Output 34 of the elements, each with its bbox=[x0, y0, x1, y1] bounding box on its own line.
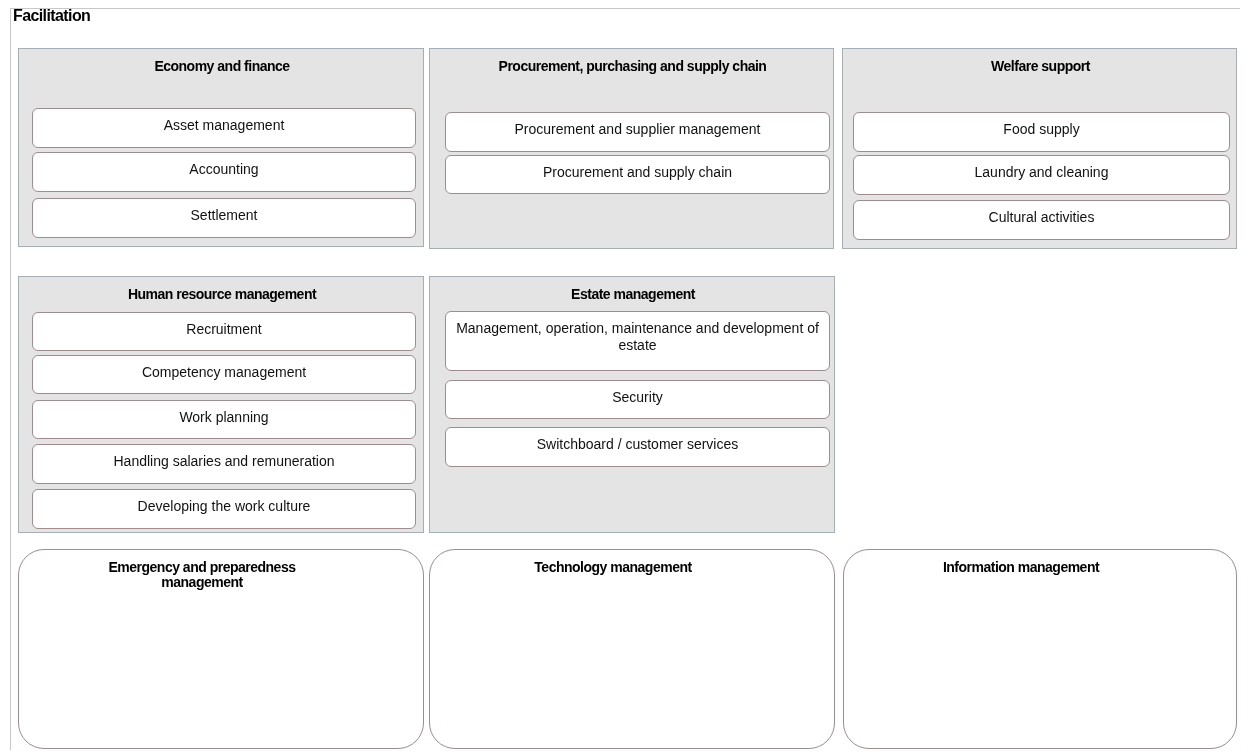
group-panel bbox=[429, 48, 834, 249]
function-box: Work planning bbox=[32, 400, 416, 439]
function-box: Settlement bbox=[32, 198, 416, 238]
group-heading: Procurement, purchasing and supply chain bbox=[497, 59, 768, 74]
function-box: Developing the work culture bbox=[32, 489, 416, 529]
function-box: Procurement and supply chain bbox=[445, 155, 830, 194]
area-card bbox=[18, 549, 424, 749]
group-panel bbox=[842, 48, 1237, 249]
group-heading: Welfare support bbox=[990, 59, 1092, 74]
function-box: Asset management bbox=[32, 108, 416, 148]
group-heading: Estate management bbox=[570, 287, 697, 302]
group-heading: Technology management bbox=[533, 560, 693, 575]
function-box: Recruitment bbox=[32, 312, 416, 351]
group-panel bbox=[429, 276, 835, 533]
group-heading: Human resource management bbox=[126, 287, 318, 302]
group-heading: Facilitation bbox=[13, 7, 91, 25]
function-box: Food supply bbox=[853, 112, 1230, 152]
function-box: Accounting bbox=[32, 152, 416, 192]
area-card bbox=[429, 549, 835, 749]
group-heading: Information management bbox=[941, 560, 1101, 575]
group-panel bbox=[18, 48, 424, 247]
function-box: Handling salaries and remuneration bbox=[32, 444, 416, 484]
function-box: Competency management bbox=[32, 355, 416, 394]
group-heading: Emergency and preparedness management bbox=[107, 560, 297, 590]
frame-border bbox=[10, 8, 1240, 750]
function-box: Cultural activities bbox=[853, 200, 1230, 240]
area-card bbox=[843, 549, 1237, 749]
group-heading: Economy and finance bbox=[153, 59, 291, 74]
function-box: Procurement and supplier management bbox=[445, 112, 830, 152]
function-box: Laundry and cleaning bbox=[853, 155, 1230, 195]
function-box: Management, operation, maintenance and development of estate bbox=[445, 311, 830, 371]
function-box: Switchboard / customer services bbox=[445, 427, 830, 467]
group-panel bbox=[18, 276, 424, 533]
function-box: Security bbox=[445, 380, 830, 419]
